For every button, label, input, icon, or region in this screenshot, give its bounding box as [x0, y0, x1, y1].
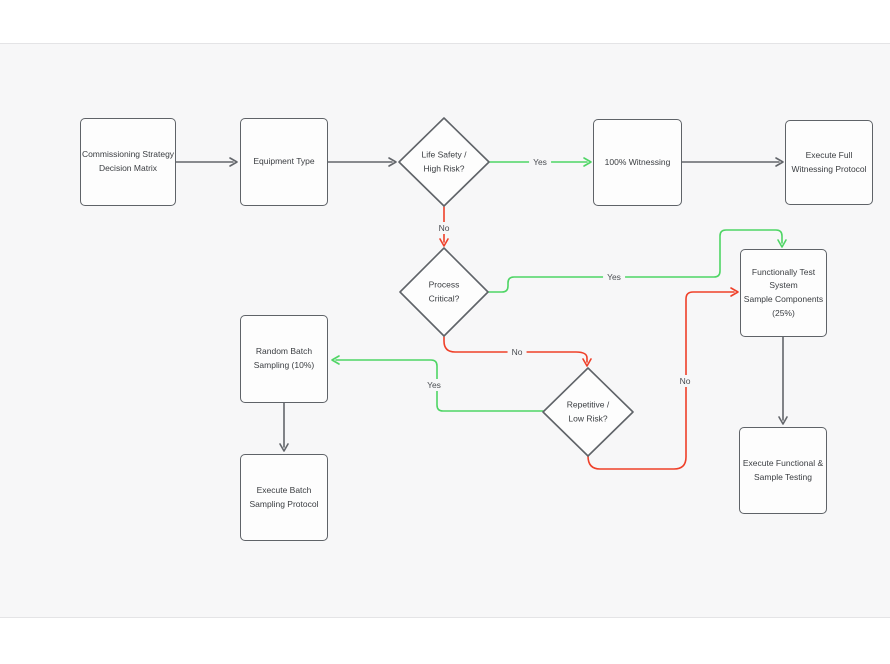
- arrow-repetitive-yes: [331, 355, 340, 365]
- node-execute-full-witnessing: Execute Full Witnessing Protocol: [785, 120, 873, 205]
- arrow-processcritical-yes: [777, 239, 787, 248]
- arrow-lifesafety-yes: [583, 157, 592, 167]
- node-start: Commissioning Strategy Decision Matrix: [80, 118, 176, 206]
- decision-process-critical-shape: [399, 247, 489, 337]
- node-functionally-test-label: Functionally Test System Sample Componen…: [743, 266, 824, 318]
- arrow-lifesafety-no: [439, 238, 449, 247]
- node-execute-functional-sample-label: Execute Functional & Sample Testing: [742, 457, 824, 482]
- arrow-equipment-to-lifesafety: [388, 157, 397, 167]
- arrow-randombatch-to-executebatch: [279, 443, 289, 452]
- node-execute-full-witnessing-label: Execute Full Witnessing Protocol: [791, 149, 867, 174]
- decision-life-safety-label: Life Safety / High Risk?: [421, 149, 467, 173]
- arrow-repetitive-no: [730, 287, 739, 297]
- node-100-witnessing-label: 100% Witnessing: [604, 156, 671, 167]
- decision-repetitive-shape: [542, 367, 634, 457]
- node-start-label: Commissioning Strategy Decision Matrix: [81, 149, 175, 173]
- node-execute-batch-sampling-label: Execute Batch Sampling Protocol: [249, 484, 319, 509]
- edge-label-repetitive-yes: Yes: [423, 379, 445, 391]
- arrow-witnessing-to-executefull: [775, 157, 784, 167]
- node-functionally-test: Functionally Test System Sample Componen…: [740, 249, 827, 337]
- decision-life-safety-shape: [398, 117, 490, 207]
- arrow-start-to-equipment: [229, 157, 238, 167]
- node-execute-batch-sampling: Execute Batch Sampling Protocol: [240, 454, 328, 541]
- decision-repetitive-label: Repetitive / Low Risk?: [566, 399, 610, 423]
- node-equipment-type-label: Equipment Type: [253, 156, 315, 167]
- node-random-batch-sampling: Random Batch Sampling (10%): [240, 315, 328, 403]
- edge-repetitive-no: [587, 291, 735, 470]
- node-100-witnessing: 100% Witnessing: [593, 119, 682, 206]
- arrow-functionaltest-to-executefunctional: [778, 416, 788, 425]
- node-execute-functional-sample: Execute Functional & Sample Testing: [739, 427, 827, 514]
- edge-label-life-safety-no: No: [434, 222, 454, 234]
- edge-label-process-no: No: [507, 346, 527, 358]
- edge-label-life-safety-yes: Yes: [529, 156, 551, 168]
- decision-process-critical-label: Process Critical?: [428, 279, 460, 303]
- node-equipment-type: Equipment Type: [240, 118, 328, 206]
- edge-processcritical-yes: [487, 229, 783, 293]
- node-random-batch-sampling-label: Random Batch Sampling (10%): [253, 346, 315, 370]
- edge-label-process-yes: Yes: [603, 271, 625, 283]
- edge-label-repetitive-no: No: [675, 375, 695, 387]
- arrow-processcritical-no: [582, 358, 592, 367]
